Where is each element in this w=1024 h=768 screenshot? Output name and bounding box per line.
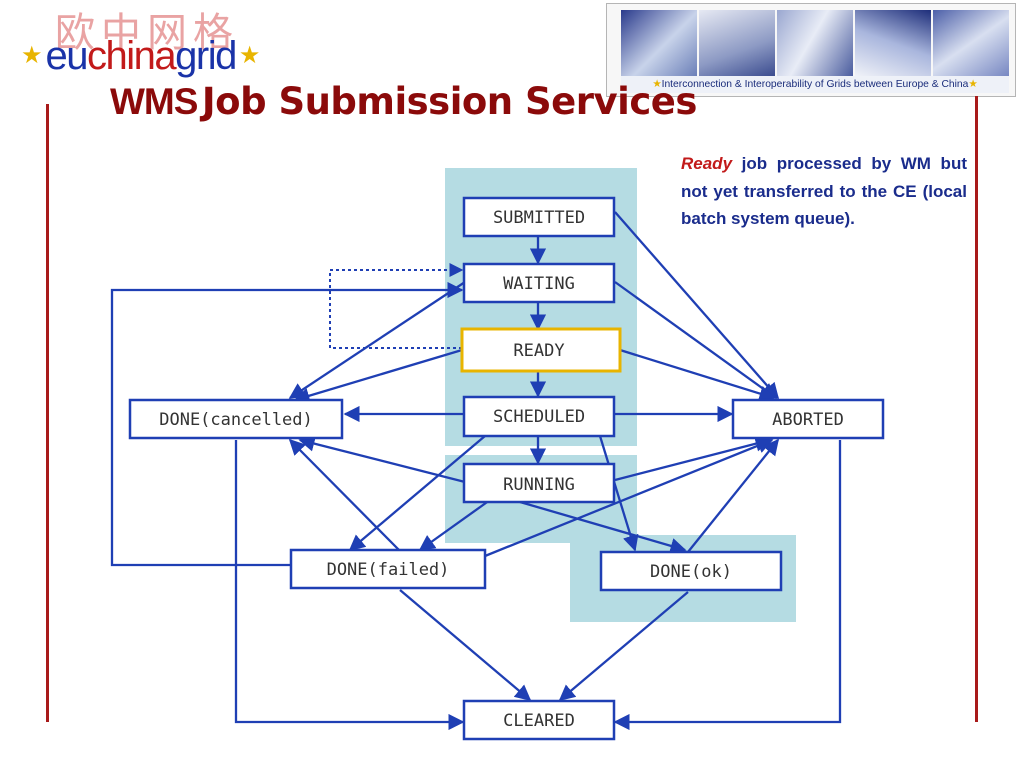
edge-running-ok <box>519 500 687 554</box>
diagram-edges <box>110 211 842 731</box>
edge-aborted-cleared <box>613 440 842 731</box>
edge-ready-waiting-dotted <box>329 263 464 349</box>
ready-state-description: Ready job processed by WM but not yet tr… <box>681 150 967 233</box>
state-done-ok: DONE(ok) <box>599 550 783 592</box>
description-text: job processed by WM but not yet transfer… <box>681 154 967 228</box>
state-running-label: RUNNING <box>503 475 575 495</box>
edge-running-failed <box>418 499 491 551</box>
edge-cancelled-cleared <box>234 440 465 731</box>
state-submitted-label: SUBMITTED <box>493 208 585 228</box>
edge-scheduled-ok <box>598 435 639 552</box>
edge-ok-cleared <box>558 591 689 702</box>
page-title: WMS Job Submission Services <box>110 80 697 132</box>
edge-failed-cancelled <box>288 438 401 552</box>
state-cleared: CLEARED <box>462 699 616 741</box>
banner-star-left-icon: ★ <box>652 79 662 90</box>
state-ready: READY <box>460 327 622 373</box>
banner-star-right-icon: ★ <box>968 79 978 90</box>
logo-eu-text: eu <box>45 34 89 78</box>
chinese-title-watermark: 欧中网格 <box>55 10 239 56</box>
page-title-wms: WMS <box>110 81 198 122</box>
state-done-ok-label: DONE(ok) <box>650 562 732 582</box>
chinese-title-text: 欧中网格 <box>55 10 239 56</box>
page-title-main: Job Submission Services <box>201 80 697 123</box>
left-vertical-rule <box>46 104 49 722</box>
banner-photo-fibers <box>855 10 931 76</box>
state-scheduled: SCHEDULED <box>462 395 616 438</box>
state-scheduled-label: SCHEDULED <box>493 407 585 427</box>
edge-failed-waiting <box>110 281 464 567</box>
edge-running-aborted <box>614 435 772 482</box>
edge-ok-aborted <box>687 438 780 553</box>
state-done-cancelled: DONE(cancelled) <box>128 398 344 440</box>
state-aborted-label: ABORTED <box>772 410 844 430</box>
state-waiting-label: WAITING <box>503 274 575 294</box>
logo-grid-text: grid <box>175 34 237 78</box>
right-vertical-rule <box>975 96 978 722</box>
banner-photo-research <box>777 10 853 76</box>
state-aborted: ABORTED <box>731 398 885 440</box>
banner-photo-dna <box>699 10 775 76</box>
edge-ready-cancelled <box>293 348 463 404</box>
logo-star-right-icon: ★ <box>238 42 261 69</box>
state-done-failed-label: DONE(failed) <box>327 560 450 580</box>
project-banner: ★Interconnection & Interoperability of G… <box>606 3 1016 97</box>
edge-failed-cleared <box>399 589 532 702</box>
logo-star-left-icon: ★ <box>21 42 43 69</box>
state-ready-label: READY <box>513 341 564 361</box>
state-done-failed: DONE(failed) <box>289 548 487 590</box>
edge-submitted-aborted <box>614 211 780 400</box>
edge-failed-aborted <box>484 437 774 558</box>
banner-photo-lab <box>621 10 697 76</box>
banner-caption: ★Interconnection & Interoperability of G… <box>621 76 1009 93</box>
banner-caption-text: Interconnection & Interoperability of Gr… <box>661 79 969 90</box>
banner-photo-strip <box>621 10 1009 76</box>
description-highlight-word: Ready <box>681 154 733 173</box>
edge-waiting-aborted <box>614 281 778 399</box>
state-running: RUNNING <box>462 462 616 504</box>
edge-ready-aborted <box>619 348 776 402</box>
diagram-states: SUBMITTED WAITING READY SCHEDULED RUNNIN… <box>128 196 885 741</box>
banner-photo-cables <box>933 10 1009 76</box>
logo-china-text: china <box>87 34 177 78</box>
state-done-cancelled-label: DONE(cancelled) <box>159 410 313 430</box>
state-waiting: WAITING <box>462 262 616 304</box>
edge-scheduled-failed <box>348 435 486 552</box>
state-submitted: SUBMITTED <box>462 196 616 238</box>
edge-waiting-cancelled <box>288 281 466 399</box>
state-cleared-label: CLEARED <box>503 711 575 731</box>
